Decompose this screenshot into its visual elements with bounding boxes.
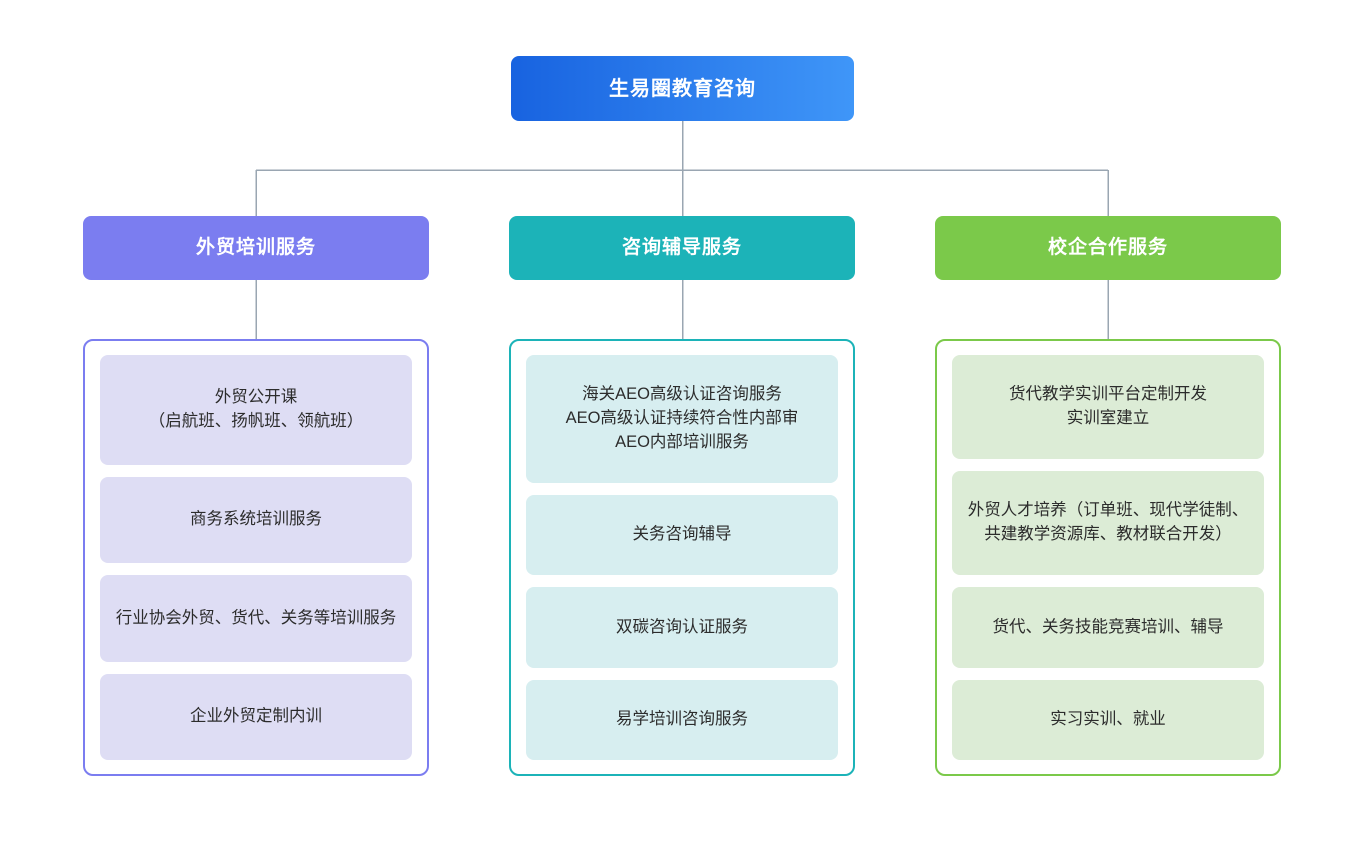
leaf-item[interactable]: 外贸公开课 （启航班、扬帆班、领航班） bbox=[100, 355, 412, 466]
branch-header-2[interactable]: 校企合作服务 bbox=[935, 216, 1281, 280]
leaf-item[interactable]: 关务咨询辅导 bbox=[526, 495, 838, 576]
leaf-item[interactable]: 商务系统培训服务 bbox=[100, 477, 412, 564]
leaf-item-label: 双碳咨询认证服务 bbox=[616, 617, 748, 636]
branch-header-1[interactable]: 咨询辅导服务 bbox=[509, 216, 855, 280]
leaf-item-label: 行业协会外贸、货代、关务等培训服务 bbox=[115, 608, 397, 627]
leaf-item[interactable]: 实习实训、就业 bbox=[952, 679, 1264, 761]
leaf-item[interactable]: 货代、关务技能竞赛培训、辅导 bbox=[952, 587, 1264, 668]
root-node-label: 生易圈教育咨询 bbox=[609, 77, 756, 100]
leaf-item-label: 易学培训咨询服务 bbox=[616, 709, 748, 728]
leaf-item[interactable]: 海关AEO高级认证咨询服务 AEO高级认证持续符合性内部审 AEO内部培训服务 bbox=[526, 355, 838, 484]
root-node[interactable]: 生易圈教育咨询 bbox=[511, 56, 854, 121]
leaf-item-label: 实习实训、就业 bbox=[1050, 709, 1166, 728]
leaf-item[interactable]: 双碳咨询认证服务 bbox=[526, 587, 838, 668]
branch-body-1: 海关AEO高级认证咨询服务 AEO高级认证持续符合性内部审 AEO内部培训服务 … bbox=[509, 339, 855, 776]
leaf-item-label: 货代教学实训平台定制开发 实训室建立 bbox=[1009, 385, 1207, 428]
leaf-item-label: 商务系统培训服务 bbox=[190, 510, 322, 529]
leaf-item[interactable]: 货代教学实训平台定制开发 实训室建立 bbox=[952, 355, 1264, 460]
leaf-item[interactable]: 行业协会外贸、货代、关务等培训服务 bbox=[100, 575, 412, 662]
leaf-item-label: 企业外贸定制内训 bbox=[190, 706, 322, 725]
leaf-item-label: 货代、关务技能竞赛培训、辅导 bbox=[992, 617, 1224, 636]
leaf-item-label: 海关AEO高级认证咨询服务 AEO高级认证持续符合性内部审 AEO内部培训服务 bbox=[565, 385, 799, 452]
branch-header-label-0: 外贸培训服务 bbox=[195, 236, 316, 258]
branch-body-2: 货代教学实训平台定制开发 实训室建立 外贸人才培养（订单班、现代学徒制、共建教学… bbox=[935, 339, 1281, 776]
leaf-item[interactable]: 外贸人才培养（订单班、现代学徒制、共建教学资源库、教材联合开发） bbox=[952, 471, 1264, 576]
branch-body-0: 外贸公开课 （启航班、扬帆班、领航班） 商务系统培训服务 行业协会外贸、货代、关… bbox=[83, 339, 429, 776]
branch-header-label-2: 校企合作服务 bbox=[1047, 236, 1168, 258]
leaf-item[interactable]: 易学培训咨询服务 bbox=[526, 679, 838, 761]
leaf-item-label: 关务咨询辅导 bbox=[632, 525, 732, 544]
branch-header-0[interactable]: 外贸培训服务 bbox=[83, 216, 429, 280]
leaf-item-label: 外贸人才培养（订单班、现代学徒制、共建教学资源库、教材联合开发） bbox=[967, 501, 1249, 544]
leaf-item[interactable]: 企业外贸定制内训 bbox=[100, 673, 412, 760]
branch-header-label-1: 咨询辅导服务 bbox=[621, 236, 742, 258]
leaf-item-label: 外贸公开课 （启航班、扬帆班、领航班） bbox=[148, 388, 364, 431]
